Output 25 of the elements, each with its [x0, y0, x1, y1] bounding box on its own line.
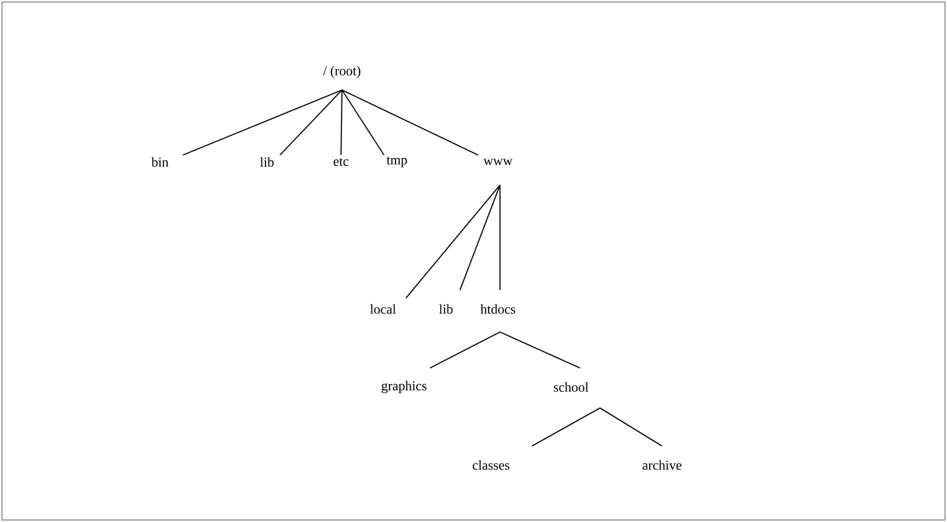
folder-label: classes [472, 460, 510, 470]
folder-label: bin [151, 157, 168, 167]
tree-line [600, 408, 662, 446]
folder-label: graphics [382, 380, 426, 394]
tree-line [342, 90, 478, 156]
folder-label: / (root) [323, 66, 360, 78]
tree-line [280, 90, 342, 156]
folder-label: school [554, 382, 588, 392]
tree-line [500, 332, 580, 368]
folder-label: htdocs [480, 304, 516, 314]
folder-label: archive [642, 460, 682, 470]
tree-line [460, 184, 501, 290]
tree-line [430, 332, 500, 368]
tree-line [406, 184, 500, 298]
tree-line [342, 90, 384, 156]
folder-label: tmp [386, 156, 407, 168]
tree-line [182, 90, 342, 156]
folder-label: local [370, 304, 396, 314]
folder-label: etc [334, 158, 348, 166]
tree-line [532, 408, 600, 446]
folder-label: www [483, 158, 513, 166]
folder-label: lib [260, 157, 274, 167]
tree-line [340, 90, 343, 155]
folder-label: lib [439, 304, 453, 314]
tree-line [499, 185, 501, 290]
